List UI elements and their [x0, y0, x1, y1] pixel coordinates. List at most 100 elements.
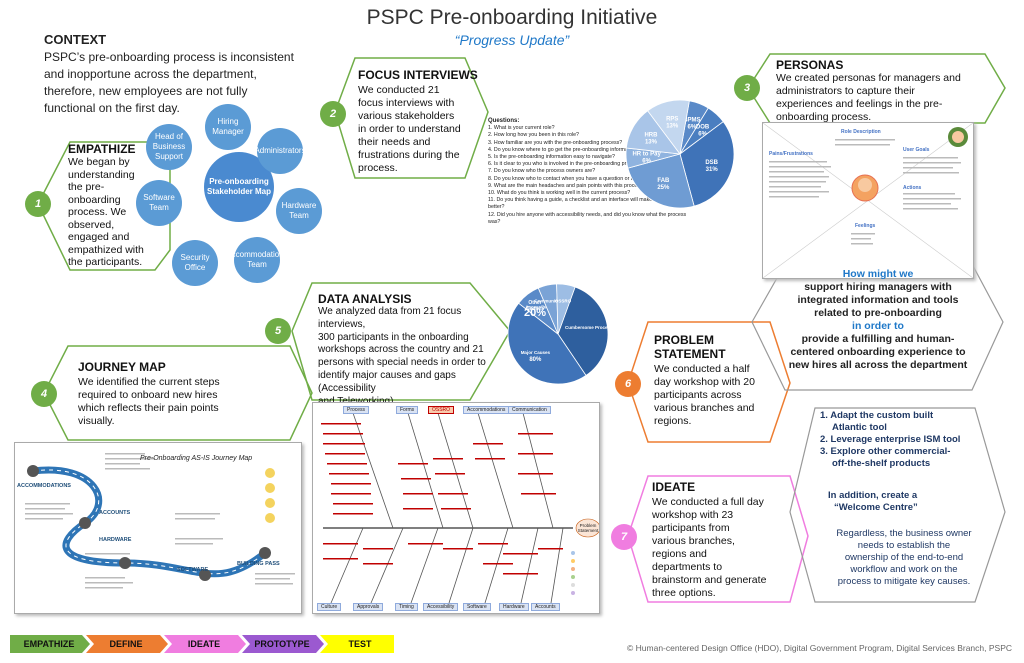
journey-line: visually.	[78, 415, 115, 427]
pie-slice-label: DSB	[705, 160, 718, 166]
problem-heading: PROBLEM	[654, 333, 714, 347]
phase-chevron-define	[86, 635, 168, 653]
stakeholder-node: Hardware Team	[276, 188, 322, 234]
pie-slice-label: BPMS	[683, 118, 700, 124]
option-line: 3. Explore other commercial-	[820, 446, 951, 457]
phase-chevron-test	[320, 635, 394, 653]
data-section: DATA ANALYSIS We analyzed data from 21 f…	[318, 292, 508, 408]
pie-slice-label: 13%	[645, 139, 658, 145]
ideate-line: We conducted a full day	[652, 496, 764, 508]
addition-line: In addition, create a	[828, 490, 918, 501]
question-item: 2. How long how you been in this role?	[488, 132, 579, 139]
ideate-line: participants from	[652, 522, 730, 534]
fishbone-category: Timing	[395, 603, 418, 611]
pie-slice	[647, 99, 690, 155]
note-line: workflow and work on the	[850, 564, 958, 575]
fishbone-category: Forms	[396, 406, 419, 414]
journey-line: which reflects their pain points	[78, 402, 219, 414]
pie-slice-label: FAB	[657, 178, 670, 184]
fishbone-category: Accommodations	[463, 406, 510, 414]
pie-slice-label: DOB	[696, 124, 710, 130]
ideate-heading: IDEATE	[652, 480, 696, 494]
personas-section: PERSONAS We created personas for manager…	[776, 58, 986, 124]
fishbone-category: Culture	[317, 603, 342, 611]
questions-list: Questions: 1. What is your current role?…	[488, 118, 693, 226]
fishbone-category: OSSRO	[428, 406, 455, 414]
ideate-line: departments to	[652, 561, 723, 573]
pie-slice	[679, 121, 735, 207]
page-title: PSPC Pre-onboarding Initiative	[366, 6, 658, 29]
fishbone-category: Accessibility	[423, 603, 459, 611]
note-line: process to mitigate key causes.	[837, 576, 971, 587]
data-line: 300 participants in the onboarding	[318, 331, 469, 343]
stakeholder-node: Hiring Manager	[205, 104, 251, 150]
ideate-line: various branches,	[652, 535, 735, 547]
pie-slice	[556, 283, 576, 335]
empathize-heading: EMPATHIZE	[68, 142, 136, 156]
how-might-we-statement: How might we support hiring managers wit…	[760, 268, 996, 372]
persona-label: Feelings	[855, 223, 876, 229]
other-causes-pct: 20%	[523, 307, 547, 319]
personas-line: administrators to capture their	[776, 85, 915, 97]
context-line: and inopportune across the department,	[44, 67, 257, 81]
empathize-line: engaged and	[68, 231, 130, 243]
question-item: 12. Did you hire anyone with accessibili…	[488, 211, 687, 225]
pie-slice	[557, 286, 609, 377]
pie-slice-label: 80%	[529, 357, 542, 363]
journey-map-panel: Pre-Onboarding AS-IS Journey Map ACCOMMO…	[14, 442, 302, 614]
phase-chevron-prototype	[242, 635, 324, 653]
ideate-line: three options.	[652, 587, 716, 599]
ideate-line: brainstorm and generate	[652, 574, 767, 586]
pie-slice-label: 25%	[657, 185, 670, 191]
pie-slice-label: Accessibility	[525, 304, 553, 309]
problem-heading-2: STATEMENT	[654, 347, 726, 361]
journey-stage: BUILDING PASS	[237, 561, 280, 567]
context-text: PSPC’s pre-onboarding process is inconsi…	[44, 49, 334, 117]
journey-path	[25, 453, 295, 589]
phase-label: EMPATHIZE	[23, 639, 75, 649]
pie-slice-label: HRB	[644, 132, 658, 138]
stakeholder-node: Security Office	[172, 240, 218, 286]
fishbone-panel: Process Forms OSSRO Accommodations Commu…	[312, 402, 600, 614]
welcome-centre-note: In addition, create a “Welcome Centre”	[828, 490, 978, 514]
data-heading: DATA ANALYSIS	[318, 292, 412, 306]
pie-slice-label: RPS	[666, 116, 678, 122]
hmw-line: provide a fulfilling and human-	[801, 333, 955, 345]
stakeholder-node: Software Team	[136, 180, 182, 226]
question-item: 9. What are the main headaches and pain …	[488, 182, 646, 189]
focus-line: focus interviews with	[358, 97, 455, 109]
empathize-line: empathized with	[68, 243, 144, 256]
empathize-line: process. We	[68, 206, 127, 218]
journey-section: JOURNEY MAP We identified the current st…	[78, 360, 298, 428]
question-item: 4. Do you know where to go get the pre-o…	[488, 146, 640, 153]
step-number-7: 7	[611, 524, 637, 550]
context-heading: CONTEXT	[44, 32, 107, 47]
ideate-options: 1. Adapt the custom built Atlantic tool …	[820, 410, 990, 470]
question-item: 7. Do you know who the process owners ar…	[488, 168, 596, 175]
note-line: needs to establish the	[857, 540, 951, 551]
phase-label: IDEATE	[187, 639, 221, 649]
empathize-line: the participants.	[68, 256, 143, 268]
hmw-line: integrated information and tools	[797, 294, 959, 306]
problem-hexagon	[627, 321, 791, 443]
context-line: functional on the first day.	[44, 101, 180, 115]
problem-line: regions.	[654, 415, 692, 427]
hmw-line: How might we	[842, 268, 914, 280]
page-subtitle: “Progress Update”	[454, 32, 570, 48]
stakeholder-node: Accommodations Team	[226, 237, 288, 283]
step-number-5: 5	[265, 318, 291, 344]
phase-label: TEST	[348, 639, 372, 649]
option-line: 2. Leverage enterprise ISM tool	[820, 434, 961, 445]
persona-label: User Goals	[903, 147, 930, 153]
persona-label: Actions	[903, 185, 922, 191]
empathize-line: We began by	[68, 156, 130, 168]
question-item: 10. What do you think is working well in…	[488, 190, 631, 197]
persona-label: Role Description	[841, 129, 881, 135]
focus-heading: FOCUS INTERVIEWS	[358, 68, 478, 82]
persona-label: Pains/Frustrations	[769, 151, 813, 157]
step-number-1: 1	[25, 191, 51, 217]
focus-line: in order to understand	[358, 123, 461, 135]
pie-slice-label: Major Causes	[521, 350, 551, 355]
empathize-line: onboarding	[68, 193, 121, 206]
